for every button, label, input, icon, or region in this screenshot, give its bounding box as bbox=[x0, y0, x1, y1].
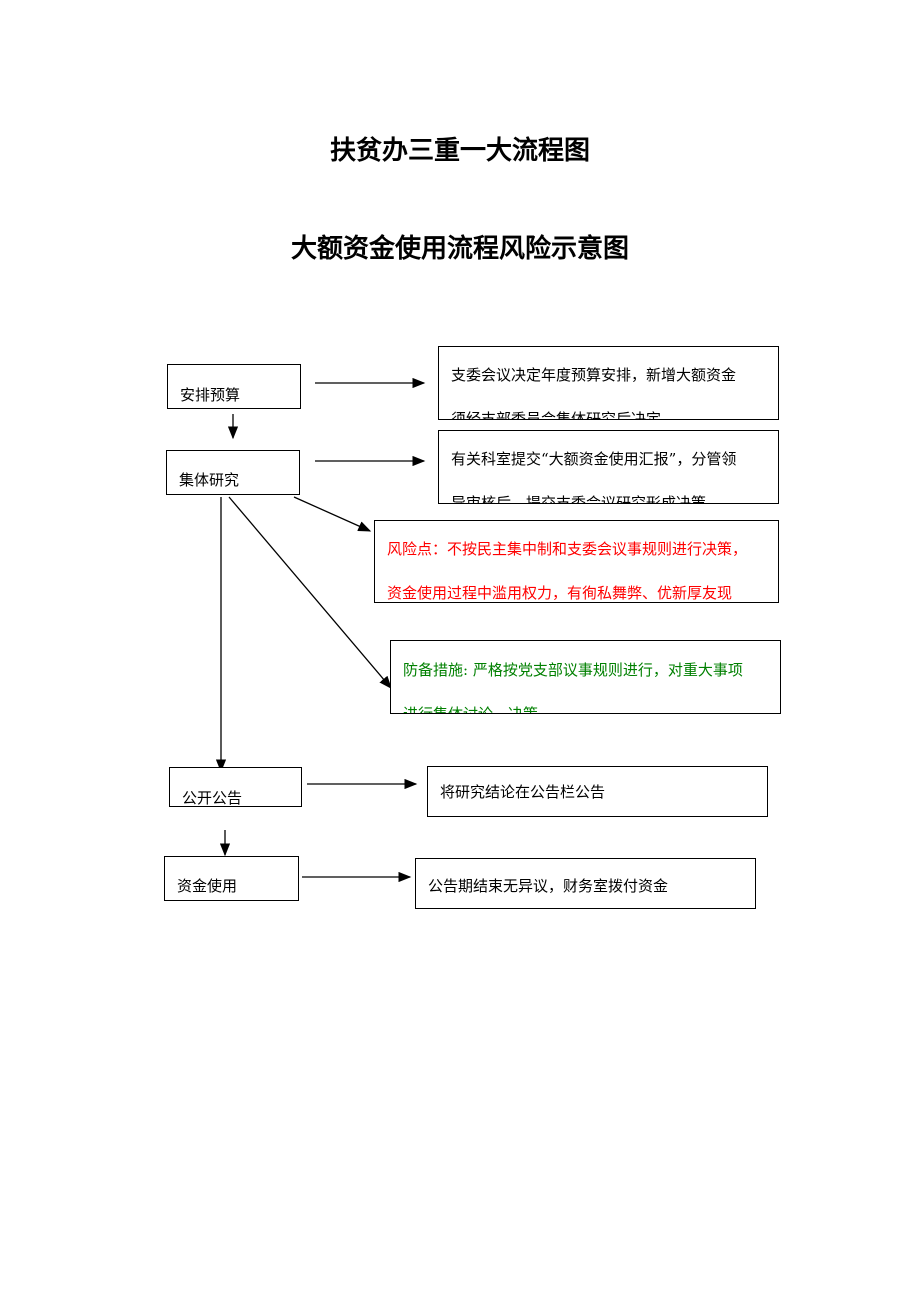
arrow-research-risk bbox=[293, 496, 372, 532]
note-line: 有关科室提交“大额资金使用汇报”，分管领 bbox=[451, 450, 737, 468]
risk-line: 风险点：不按民主集中制和支委会议事规则进行决策， bbox=[387, 540, 748, 558]
note-budget: 支委会议决定年度预算安排，新增大额资金须经支部委员会集体研究后决定 bbox=[438, 346, 779, 420]
page-subtitle: 大额资金使用流程风险示意图 bbox=[290, 234, 629, 264]
note-research: 有关科室提交“大额资金使用汇报”，分管领导审核后，提交支委会议研究形成决策 bbox=[438, 430, 779, 504]
step-label: 集体研究 bbox=[179, 471, 240, 489]
step-label: 安排预算 bbox=[180, 386, 241, 404]
step-label: 公开公告 bbox=[182, 789, 243, 807]
step-publish: 公开公告 bbox=[169, 767, 302, 807]
note-line: 须经支部委员会集体研究后决定 bbox=[451, 410, 662, 420]
page-title: 扶贫办三重一大流程图 bbox=[329, 136, 590, 166]
note-line: 将研究结论在公告栏公告 bbox=[440, 783, 606, 801]
note-line: 支委会议决定年度预算安排，新增大额资金 bbox=[451, 366, 737, 384]
arrow-research-prevention bbox=[228, 496, 392, 689]
prevention-line: 防备措施: 严格按党支部议事规则进行，对重大事项 bbox=[403, 661, 743, 679]
note-line: 公告期结束无异议，财务室拨付资金 bbox=[428, 877, 669, 895]
note-line: 导审核后，提交支委会议研究形成决策 bbox=[451, 494, 707, 504]
step-label: 资金使用 bbox=[177, 877, 238, 895]
step-research: 集体研究 bbox=[166, 450, 300, 495]
risk-line: 资金使用过程中滥用权力，有徇私舞弊、优新厚友现 bbox=[387, 584, 733, 602]
risk-box: 风险点：不按民主集中制和支委会议事规则进行决策， 资金使用过程中滥用权力，有徇私舞… bbox=[374, 520, 779, 603]
prevention-box: 防备措施: 严格按党支部议事规则进行，对重大事项进行集体讨论、决策 bbox=[390, 640, 781, 714]
step-funds: 资金使用 bbox=[164, 856, 299, 901]
note-funds: 公告期结束无异议，财务室拨付资金 bbox=[415, 858, 756, 909]
note-publish: 将研究结论在公告栏公告 bbox=[427, 766, 768, 817]
prevention-line: 进行集体讨论、决策 bbox=[403, 705, 539, 714]
step-budget: 安排预算 bbox=[167, 364, 301, 409]
